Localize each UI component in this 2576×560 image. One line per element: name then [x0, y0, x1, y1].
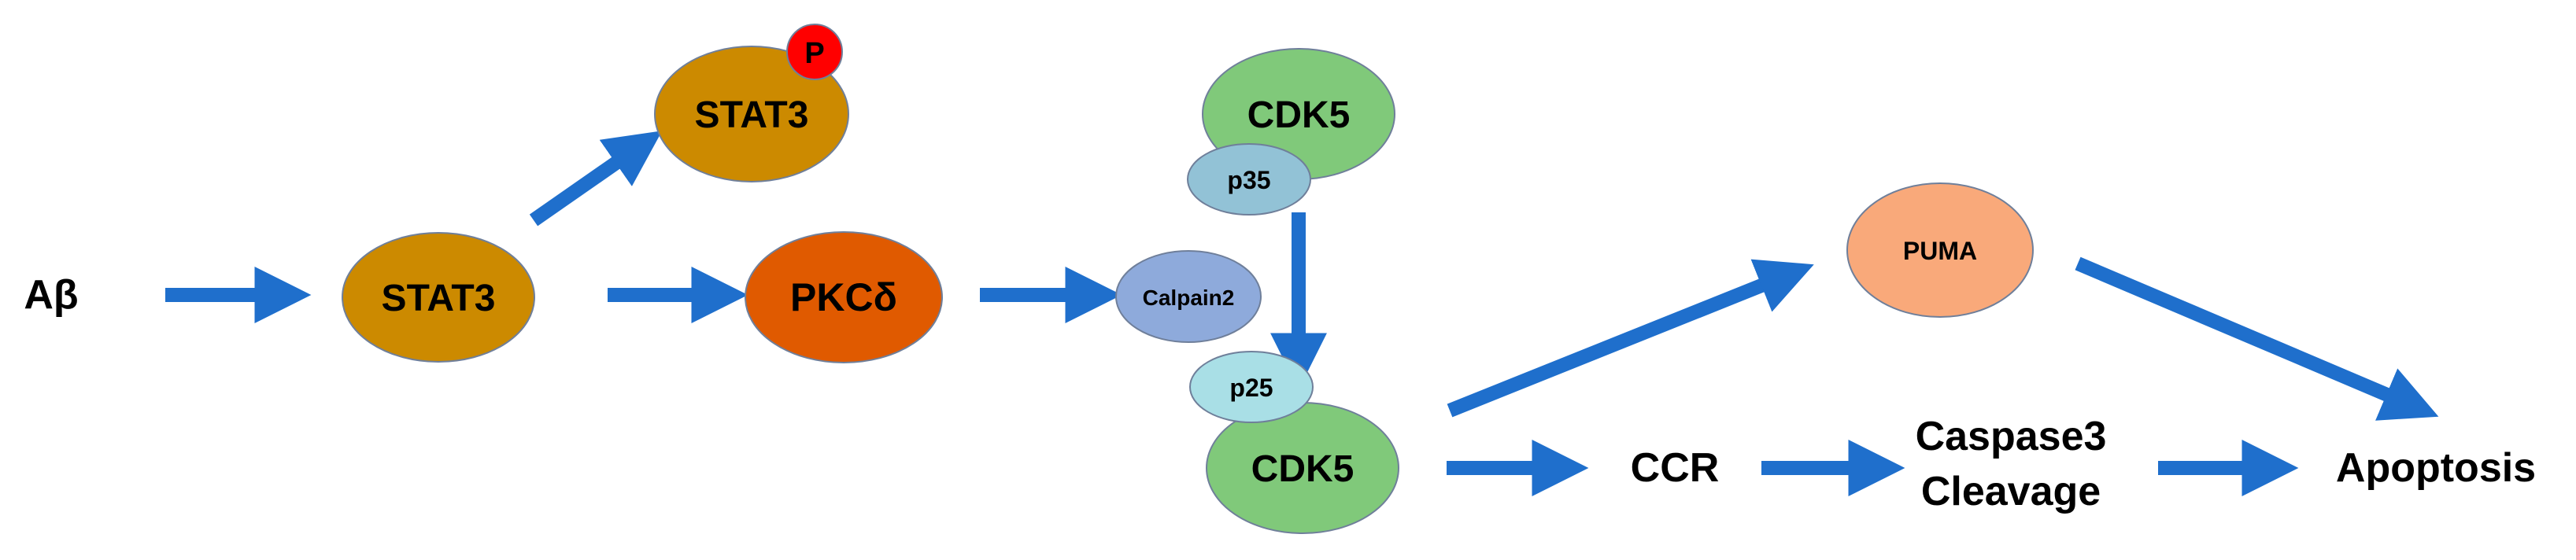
cdk5-bottom-node: CDK5 [1206, 402, 1399, 534]
arrow-puma-to-apoptosis [2075, 256, 2439, 421]
p35-ellipse [1187, 143, 1311, 216]
stat3-label: STAT3 [382, 278, 496, 319]
ccr-label: CCR [1631, 445, 1720, 491]
stat3-node: STAT3 [342, 232, 535, 363]
p25-ellipse [1189, 351, 1314, 423]
p25-node: p25 [1189, 351, 1314, 423]
p35-node: p35 [1187, 143, 1311, 216]
caspase-label-line1: Caspase3 [1916, 414, 2107, 459]
pkcd-ellipse [745, 231, 943, 363]
caspase-label-line2: Cleavage [1921, 469, 2101, 514]
pkcd-label: PKCδ [790, 275, 897, 319]
phospho-badge-label: P [804, 37, 824, 70]
puma-node: PUMA [1846, 182, 2034, 318]
pkcd-node: PKCδ [745, 231, 943, 363]
abeta-label: Aβ [24, 272, 78, 318]
stat3-phospho-label: STAT3 [695, 94, 809, 136]
calpain2-ellipse [1115, 250, 1262, 343]
stat3-phospho-node: STAT3 P [654, 24, 849, 182]
calpain2-node: Calpain2 [1115, 250, 1262, 343]
cdk5-top-label: CDK5 [1247, 94, 1351, 136]
arrow-stat3-to-stat3p [529, 131, 663, 227]
stat3-phospho-ellipse [654, 46, 849, 182]
apoptosis-label: Apoptosis [2336, 445, 2536, 491]
p25-label: p25 [1229, 374, 1273, 402]
phospho-badge [786, 24, 843, 80]
arrows [165, 131, 2439, 496]
arrow-cdk5-to-puma [1447, 259, 1814, 418]
cdk5-bottom-label: CDK5 [1251, 448, 1355, 490]
puma-label: PUMA [1903, 237, 1977, 265]
p35-label: p35 [1227, 166, 1270, 194]
puma-ellipse [1846, 182, 2034, 318]
calpain2-label: Calpain2 [1143, 286, 1235, 310]
stat3-ellipse [342, 232, 535, 363]
